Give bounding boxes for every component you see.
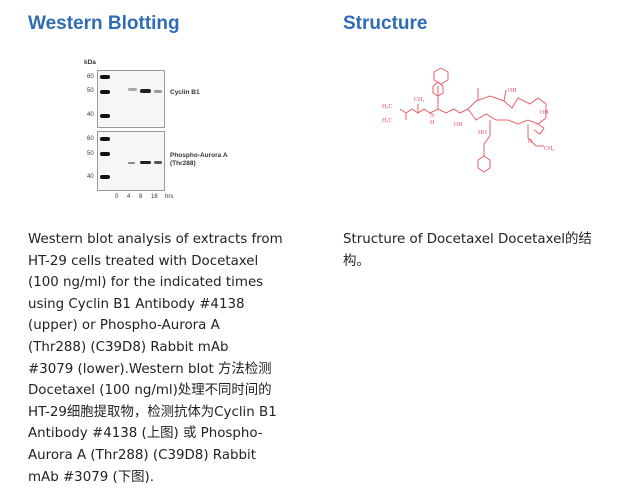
structure-caption: Structure of Docetaxel Docetaxel的结构。 xyxy=(343,232,592,269)
svg-text:CH₃: CH₃ xyxy=(544,146,554,152)
docetaxel-structure-image: H₃C CH₃ H₃C NH OH OH OH HO O CH₃ xyxy=(382,68,554,173)
svg-text:HO: HO xyxy=(478,130,487,136)
blot-panel-bottom xyxy=(97,131,165,191)
svg-text:CH₃: CH₃ xyxy=(414,97,424,103)
svg-text:OH: OH xyxy=(540,110,549,116)
svg-text:N: N xyxy=(430,113,435,119)
svg-text:OH: OH xyxy=(508,88,517,94)
svg-text:H₃C: H₃C xyxy=(382,104,392,110)
structure-heading: Structure xyxy=(343,13,428,34)
svg-text:H: H xyxy=(430,120,435,126)
svg-text:H₃C: H₃C xyxy=(382,118,392,124)
svg-text:O: O xyxy=(528,139,533,145)
blot-panel-top xyxy=(97,70,165,128)
western-blot-image: kDa 60 50 40 Cyclin B1 60 50 40 Phospho-… xyxy=(84,59,228,200)
western-blotting-heading: Western Blotting xyxy=(28,13,180,34)
svg-text:OH: OH xyxy=(454,122,463,128)
